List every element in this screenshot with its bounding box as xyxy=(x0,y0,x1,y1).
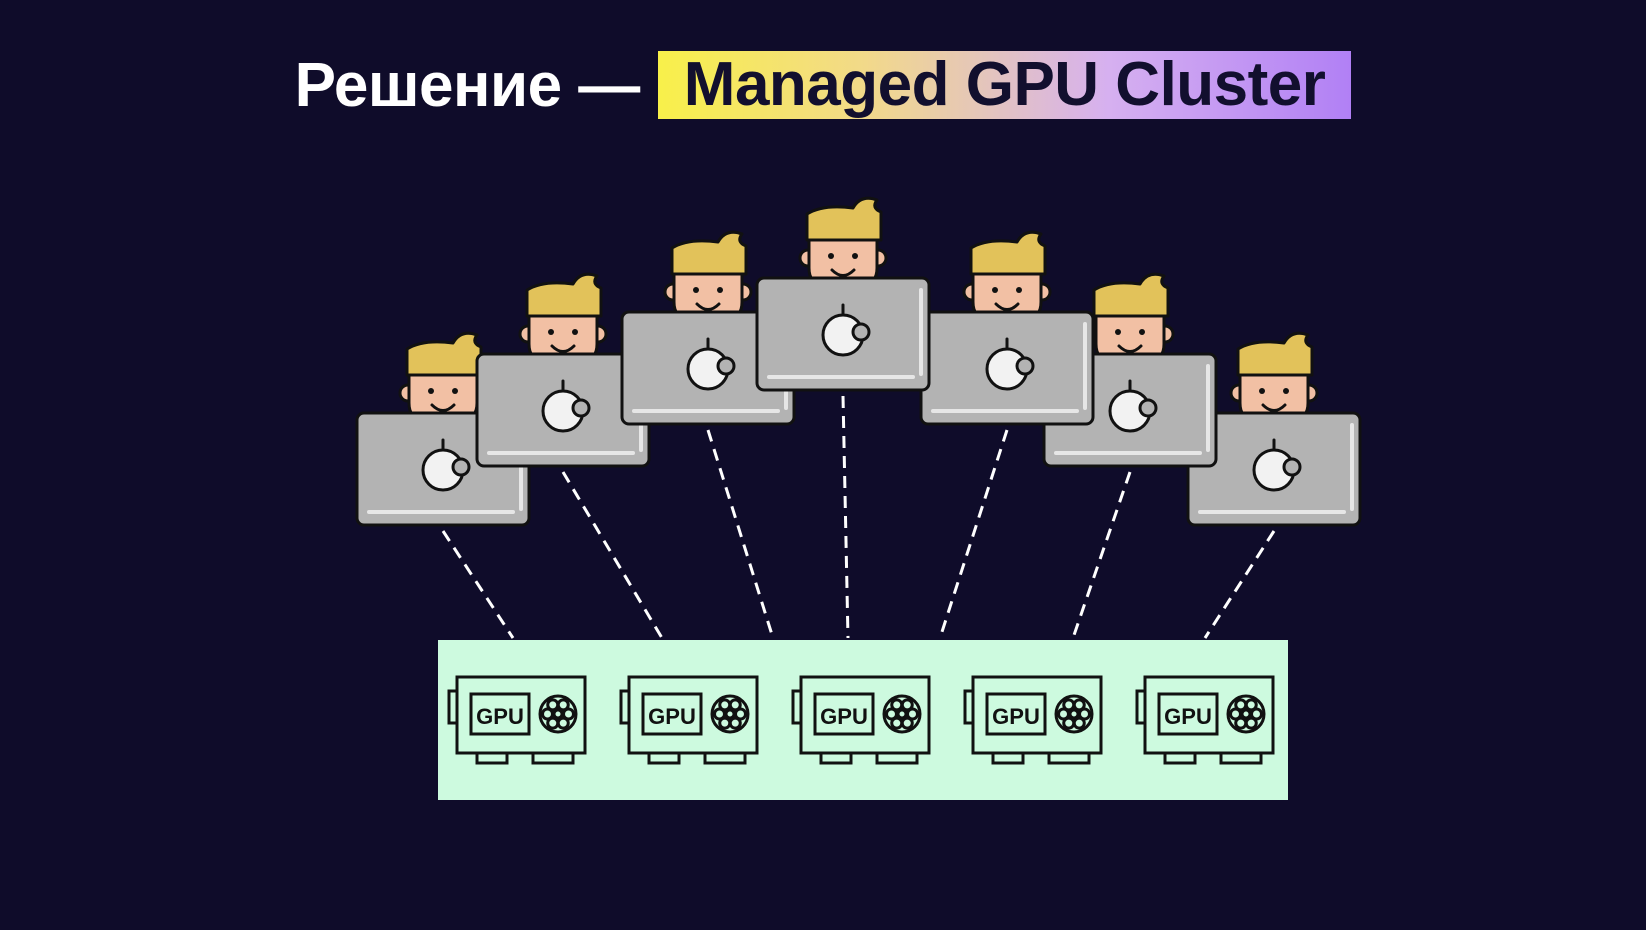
gpu-row: GPU GPU GPU GPU GPU xyxy=(447,675,1275,765)
gpu-label: GPU xyxy=(820,704,868,729)
gpu-label: GPU xyxy=(648,704,696,729)
gpu-card-icon: GPU xyxy=(447,675,587,765)
gpu-fan-icon xyxy=(1226,694,1266,734)
laptop-icon xyxy=(475,352,651,468)
developer-face-icon xyxy=(798,196,888,286)
laptop-icon xyxy=(1186,411,1362,527)
laptop-logo-icon xyxy=(821,303,871,357)
developer-laptop-icon xyxy=(755,196,931,392)
gpu-fan-icon xyxy=(538,694,578,734)
title-highlight: Managed GPU Cluster xyxy=(657,51,1352,119)
laptop-logo-icon xyxy=(541,379,591,433)
developer-face-icon xyxy=(518,272,608,362)
laptop-icon xyxy=(755,276,931,392)
laptop-icon xyxy=(355,411,531,527)
connection-line xyxy=(706,429,775,639)
gpu-card-icon: GPU xyxy=(963,675,1103,765)
developer-laptop-icon xyxy=(475,272,651,468)
developer-face-icon xyxy=(663,230,753,320)
connection-line xyxy=(561,471,664,639)
gpu-label: GPU xyxy=(992,704,1040,729)
gpu-fan-icon xyxy=(1054,694,1094,734)
laptop-logo-icon xyxy=(421,438,471,492)
connection-line xyxy=(1203,530,1276,639)
developer-face-icon xyxy=(1229,331,1319,421)
gpu-card-icon: GPU xyxy=(1135,675,1275,765)
connection-line xyxy=(1071,471,1132,639)
title-prefix: Решение — xyxy=(294,50,641,120)
laptop-logo-icon xyxy=(985,337,1035,391)
slide-title: Решение — Managed GPU Cluster xyxy=(0,50,1646,120)
laptop-logo-icon xyxy=(1108,379,1158,433)
developer-laptop-icon xyxy=(1186,331,1362,527)
gpu-card-icon: GPU xyxy=(619,675,759,765)
connection-lines xyxy=(441,395,1276,639)
developer-laptop-icon xyxy=(919,230,1095,426)
gpu-label: GPU xyxy=(1164,704,1212,729)
developer-face-icon xyxy=(398,331,488,421)
gpu-fan-icon xyxy=(882,694,922,734)
developers-row xyxy=(355,196,1362,527)
connection-line xyxy=(938,429,1009,639)
laptop-icon xyxy=(919,310,1095,426)
developer-face-icon xyxy=(1085,272,1175,362)
gpu-label: GPU xyxy=(476,704,524,729)
gpu-fan-icon xyxy=(710,694,750,734)
developer-face-icon xyxy=(962,230,1052,320)
laptop-logo-icon xyxy=(686,337,736,391)
laptop-logo-icon xyxy=(1252,438,1302,492)
connection-line xyxy=(841,395,850,639)
gpu-card-icon: GPU xyxy=(791,675,931,765)
connection-line xyxy=(441,530,515,639)
